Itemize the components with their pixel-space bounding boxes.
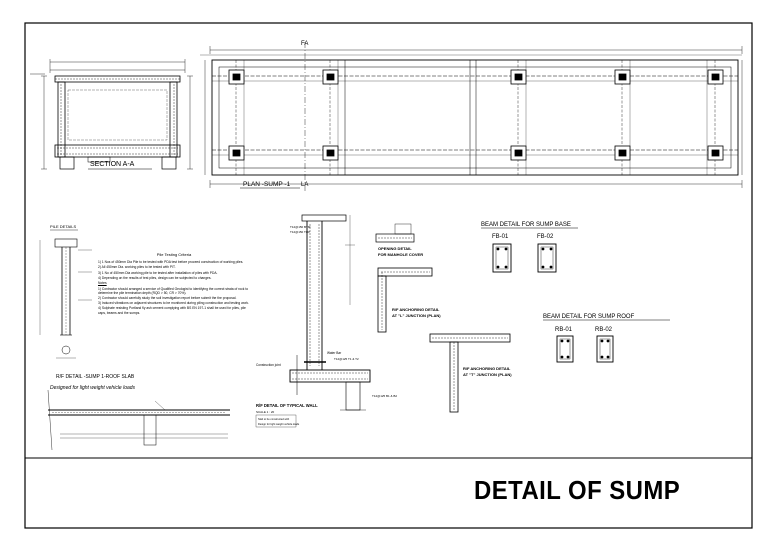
beam-base-sections bbox=[492, 243, 557, 273]
anchor-l-junction bbox=[377, 267, 433, 333]
callout-t-bars-top: T12@150 BTM bbox=[290, 225, 311, 229]
opening-title-1: OPENING DETAIL bbox=[378, 246, 412, 251]
beam-roof-title: BEAM DETAIL FOR SUMP ROOF bbox=[543, 314, 635, 320]
pile-notes: Pile Testing Criteria 1) 1 Nos of 450mm … bbox=[98, 252, 250, 316]
note-item: 4) Sulphate resisting Portland fly ash c… bbox=[98, 306, 246, 315]
plan-pile-caps bbox=[228, 69, 724, 161]
sheet-border bbox=[24, 22, 753, 529]
anchor-t-junction bbox=[429, 333, 511, 413]
base-note-2: Slab to be constructed with bbox=[258, 417, 290, 421]
anchor-t-title-1: R/F ANCHORING DETAIL bbox=[463, 366, 511, 371]
section-a-a bbox=[30, 59, 193, 170]
beam-rb2-label: RB-02 bbox=[595, 327, 613, 333]
beam-roof-sections bbox=[556, 335, 614, 363]
notes-title: Notes bbox=[98, 281, 107, 286]
pile-testing-item: 4) Depending on the results of test pile… bbox=[98, 275, 212, 280]
callout-water-bar: Water Bar bbox=[327, 351, 342, 355]
beam-fb1-label: FB-01 bbox=[492, 234, 509, 240]
roof-slab-detail bbox=[47, 389, 230, 451]
section-marker-bottom: LA bbox=[301, 182, 308, 188]
callout-t-bars-top-2: T12@150 TOP bbox=[290, 230, 310, 234]
plan-sump-1 bbox=[200, 42, 743, 192]
pile-details-title: PILE DETAILS bbox=[50, 224, 76, 229]
opening-title-2: FOR MANHOLE COVER bbox=[378, 252, 423, 257]
callout-t-bars-2: T12@125 B1 & B2 bbox=[372, 394, 397, 398]
callout-t-bars-1: T12@125 T1 & T2 bbox=[334, 357, 359, 361]
wall-title: R/F DETAIL OF TYPICAL WALL bbox=[256, 403, 318, 408]
note-item: 2) Contractor should carefully study the… bbox=[98, 295, 237, 300]
anchor-l-title-2: AT "L" JUNCTION (PLAN) bbox=[392, 313, 441, 318]
anchor-l-title-1: R/F ANCHORING DETAIL bbox=[392, 307, 440, 312]
note-item: 3) Induced vibrations on adjacent struct… bbox=[98, 301, 250, 306]
roof-slab-title: R/F DETAIL -SUMP 1-ROOF SLAB bbox=[56, 374, 135, 380]
pile-testing-title: Pile Testing Criteria bbox=[156, 252, 192, 257]
plan-title: PLAN -SUMP -1 bbox=[243, 181, 291, 188]
section-marker-top: FA bbox=[301, 41, 308, 47]
beam-fb2-label: FB-02 bbox=[537, 234, 554, 240]
anchor-t-title-2: AT "T" JUNCTION (PLAN) bbox=[463, 372, 512, 377]
callout-construction-joint: Construction joint bbox=[256, 363, 281, 367]
note-item: 1) Contractor should arranged a service … bbox=[98, 286, 249, 295]
section-title: SECTION A-A bbox=[90, 161, 135, 168]
pile-testing-item: 2) All 450mm Dia. working piles to be te… bbox=[98, 265, 176, 270]
pile-testing-item: 1) 1 Nos of 450mm Dia Pile to be tested … bbox=[98, 260, 244, 265]
beam-base-title: BEAM DETAIL FOR SUMP BASE bbox=[481, 222, 571, 228]
pile-detail bbox=[39, 238, 92, 359]
pile-testing-item: 3) 1 No of 450mm Dia working pile to be … bbox=[98, 270, 218, 275]
wall-scale: SCALE 1 : 20 bbox=[256, 410, 275, 414]
base-note-box bbox=[255, 414, 297, 428]
base-note: Design for light weight vehicle loads bbox=[258, 422, 300, 426]
drawing-title: DETAIL OF SUMP bbox=[474, 475, 681, 505]
opening-detail bbox=[375, 223, 415, 243]
typical-wall-detail bbox=[289, 214, 371, 411]
beam-rb1-label: RB-01 bbox=[555, 327, 573, 333]
roof-slab-subtitle: Designed for light weight vehicle loads bbox=[50, 385, 136, 391]
